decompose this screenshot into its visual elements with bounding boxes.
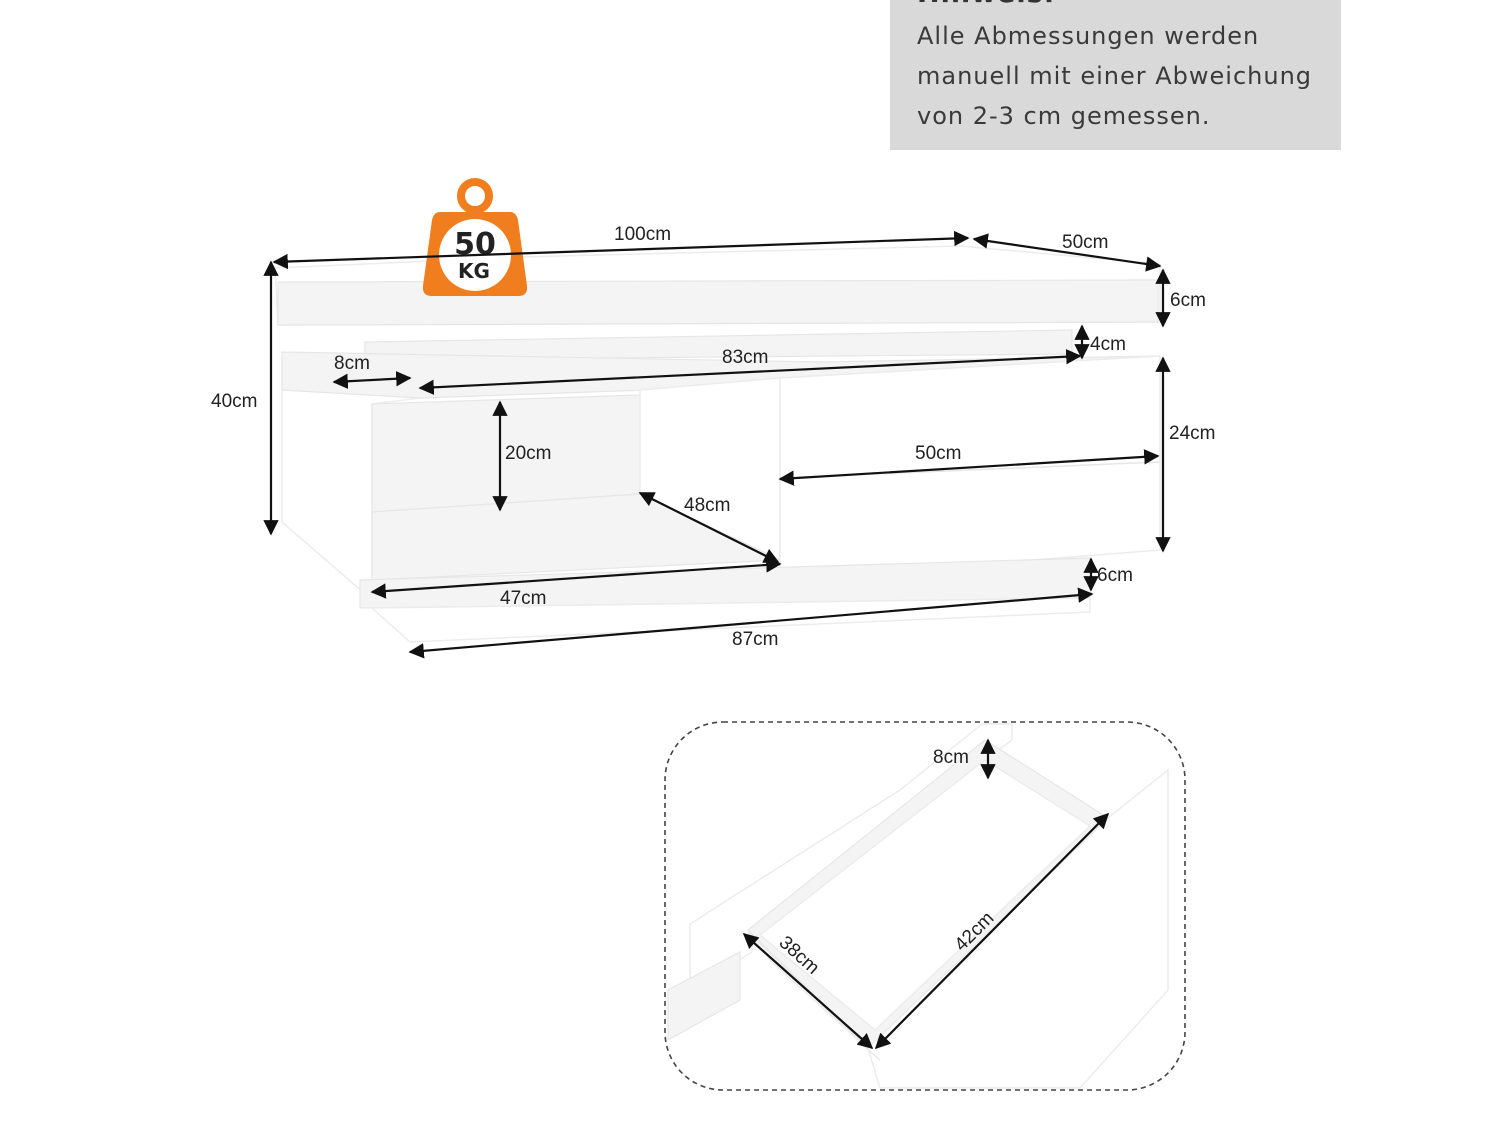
label-top-width: 100cm bbox=[614, 224, 671, 245]
label-drawers-height: 24cm bbox=[1169, 423, 1215, 444]
dimension-labels: 100cm 50cm 6cm 40cm 4cm 8cm 83cm 24cm 50… bbox=[211, 224, 1215, 650]
arrow-shelf-overhang bbox=[332, 371, 412, 389]
label-open-height: 20cm bbox=[505, 443, 551, 464]
arrow-drawer-width bbox=[778, 449, 1160, 486]
arrow-top-depth bbox=[972, 233, 1162, 272]
label-drawer-depth: 8cm bbox=[933, 747, 969, 768]
arrow-base-width bbox=[408, 587, 1094, 659]
arrow-top-width bbox=[272, 230, 970, 270]
label-top-thickness: 6cm bbox=[1170, 290, 1206, 311]
arrow-open-width bbox=[370, 557, 782, 599]
label-top-depth: 50cm bbox=[1062, 232, 1108, 253]
drawer-detail-inset: 8cm 42cm 38cm bbox=[664, 721, 1186, 1091]
label-open-width: 47cm bbox=[500, 588, 546, 609]
label-shelf-length: 83cm bbox=[722, 347, 768, 368]
label-open-depth: 48cm bbox=[684, 495, 730, 516]
arrow-shelf-length bbox=[418, 348, 1082, 396]
arrow-drawer-inner-length bbox=[874, 812, 1110, 1050]
tabletop-front bbox=[277, 279, 1159, 326]
weight-badge: 50 KG bbox=[422, 178, 528, 296]
label-shelf-overhang: 8cm bbox=[334, 353, 370, 374]
arrow-drawer-inner-width bbox=[742, 932, 874, 1050]
label-shelf-gap: 4cm bbox=[1090, 334, 1126, 355]
label-base-height: 6cm bbox=[1097, 565, 1133, 586]
label-drawer-width: 50cm bbox=[915, 443, 961, 464]
label-base-width: 87cm bbox=[732, 629, 778, 650]
note-line-3: von 2-3 cm gemessen. bbox=[917, 102, 1211, 130]
dimension-arrows bbox=[263, 230, 1171, 659]
inset-lower-panel bbox=[667, 951, 741, 1042]
note-line-1: Alle Abmessungen werden bbox=[917, 22, 1260, 50]
weight-ring bbox=[457, 178, 493, 214]
weight-value: 50 bbox=[454, 227, 496, 262]
arrow-open-depth bbox=[638, 492, 780, 563]
note-box: Hinweis: Alle Abmessungen werden manuell… bbox=[890, 0, 1341, 150]
label-total-height: 40cm bbox=[211, 391, 257, 412]
note-title: Hinweis: bbox=[917, 0, 1055, 9]
weight-unit: KG bbox=[458, 259, 490, 283]
note-line-2: manuell mit einer Abweichung bbox=[917, 62, 1313, 90]
coffee-table-illustration bbox=[274, 245, 1161, 643]
